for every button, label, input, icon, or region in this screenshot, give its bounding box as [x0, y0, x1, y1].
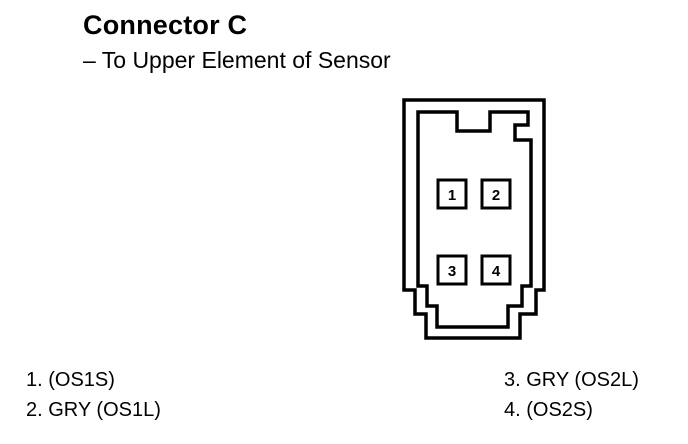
pin-1: 1 — [436, 178, 468, 210]
wire-legend-2: 2. GRY (OS1L) — [26, 399, 161, 421]
wire-legend-4: 4. (OS2S) — [504, 399, 593, 421]
pin-3-label: 3 — [448, 263, 456, 280]
wire-legend-1: 1. (OS1S) — [26, 369, 115, 391]
connector-inner-cavity — [416, 110, 533, 329]
connector-outer-housing — [402, 98, 546, 340]
pin-2-label: 2 — [492, 187, 500, 204]
pin-1-label: 1 — [448, 187, 456, 204]
connector-subtitle: – To Upper Element of Sensor — [83, 47, 391, 73]
connector-title: Connector C — [83, 10, 248, 40]
pin-4-label: 4 — [492, 263, 501, 280]
wire-legend-3: 3. GRY (OS2L) — [504, 369, 639, 391]
pin-3: 3 — [436, 254, 468, 286]
pin-4: 4 — [480, 254, 512, 286]
pin-2: 2 — [480, 178, 512, 210]
